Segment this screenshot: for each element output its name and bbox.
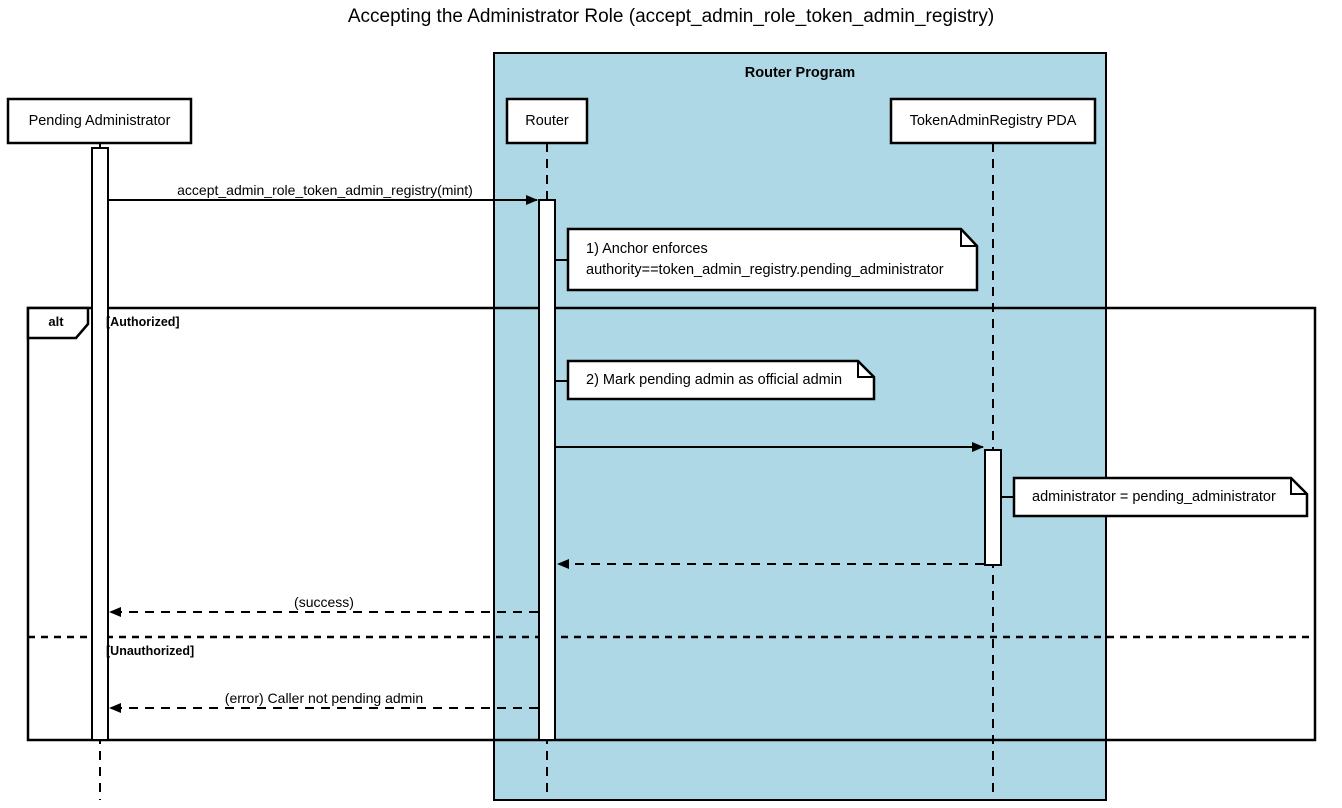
note-text-anchor-enforces-line2: authority==token_admin_registry.pending_… <box>586 262 944 278</box>
alt-fragment-operator-label: alt <box>48 314 64 329</box>
message-label-success: (success) <box>294 594 354 610</box>
message-label-accept-admin-role: accept_admin_role_token_admin_registry(m… <box>177 182 473 198</box>
message-label-error: (error) Caller not pending admin <box>224 690 424 706</box>
activation-token-admin-registry-pda <box>984 449 1002 566</box>
participant-label-router[interactable]: Router <box>525 113 569 129</box>
alt-guard-authorized: [Authorized] <box>106 315 180 329</box>
alt-guard-unauthorized: [Unauthorized] <box>106 644 195 658</box>
page-title: Accepting the Administrator Role (accept… <box>347 6 995 27</box>
router-program-group-shape <box>493 52 1107 801</box>
note-text-anchor-enforces-line1: 1) Anchor enforces <box>586 241 708 257</box>
participant-label-token-admin-registry-pda[interactable]: TokenAdminRegistry PDA <box>909 113 1077 129</box>
activation-router <box>538 199 556 741</box>
note-text-mark-pending-admin: 2) Mark pending admin as official admin <box>586 372 843 388</box>
router-program-group-label: Router Program <box>744 65 856 81</box>
note-text-administrator-assignment: administrator = pending_administrator <box>1032 489 1276 505</box>
participant-label-pending-administrator[interactable]: Pending Administrator <box>28 113 171 129</box>
